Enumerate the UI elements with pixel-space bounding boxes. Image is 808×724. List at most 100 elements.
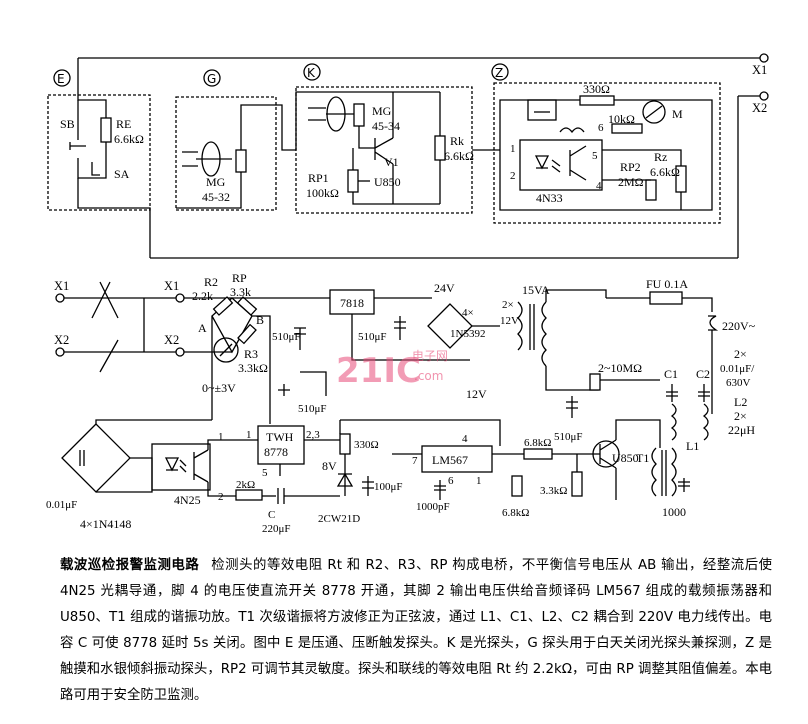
label-r2-val: 2.2k: [192, 289, 213, 303]
diode-bridge-1n4148: [61, 423, 131, 493]
label-c2-val: 0.01μF/: [720, 363, 755, 375]
label-l2-2x: 2×: [734, 409, 747, 423]
label-twh: TWH: [266, 430, 294, 444]
resistor-2-10m: [589, 373, 601, 391]
label-pin6: 6: [598, 122, 604, 134]
label-c2-2x: 2×: [734, 347, 747, 361]
label-twh-pin5: 5: [262, 467, 268, 479]
label-3k3: 3.3kΩ: [540, 485, 567, 497]
label-4n25: 4N25: [174, 493, 201, 507]
label-m: M: [672, 107, 683, 121]
label-mg-k: MG: [372, 104, 392, 118]
label-t-2x: 2×: [502, 299, 514, 311]
voltmeter: [213, 337, 239, 363]
label-4x1n4148: 4×1N4148: [80, 517, 131, 531]
mercury-switch: [527, 99, 557, 121]
optocoupler-4n33: [519, 139, 603, 191]
ic-twh8778: [257, 425, 305, 465]
label-lm567-pin7: 7: [412, 455, 418, 467]
label-rz-val: 6.6kΩ: [650, 165, 680, 179]
resistor-r2: [212, 296, 234, 316]
label-15va: 15VA: [522, 283, 550, 297]
label-c2-volt: 630V: [726, 377, 751, 389]
label-2k: 2kΩ: [236, 479, 255, 491]
label-c510b: 510μF: [358, 331, 387, 343]
label-c510a: 510μF: [272, 331, 301, 343]
label-12v-side: 12V: [466, 387, 487, 401]
label-lm567: LM567: [432, 453, 468, 467]
label-t1: T1: [636, 451, 649, 465]
motor-m: [642, 100, 666, 124]
label-b: B: [256, 313, 264, 327]
label-c510d: 510μF: [554, 431, 583, 443]
label-bridge-4x: 4×: [462, 307, 474, 319]
label-re: RE: [116, 117, 131, 131]
label-c510c: 510μF: [298, 403, 327, 415]
label-r2: R2: [204, 275, 218, 289]
label-c1: C1: [664, 367, 678, 381]
resistor-10k: [611, 123, 643, 134]
caption-body: 检测头的等效电阻 Rt 和 R2、R3、RP 构成电桥，不平衡信号电压从 AB …: [60, 558, 773, 703]
probe-e-mark: E: [57, 72, 65, 86]
resistor-330: [339, 433, 351, 455]
caption: 载波巡检报警监测电路检测头的等效电阻 Rt 和 R2、R3、RP 构成电桥，不平…: [60, 553, 772, 709]
label-t-12v: 12V: [500, 315, 519, 327]
label-pin2-z: 2: [510, 170, 516, 182]
potentiometer-rp: [236, 296, 258, 316]
label-x1-top: X1: [752, 63, 767, 77]
resistor-re: [100, 117, 112, 143]
potentiometer-rp1: [347, 169, 359, 193]
label-rp: RP: [232, 271, 247, 285]
label-pin4-z: 4: [596, 180, 602, 192]
terminal-x2-mid: [175, 347, 185, 357]
fuse: [649, 291, 683, 305]
photoresistor-mg-k: [353, 103, 365, 127]
label-lm567-pin6: 6: [448, 475, 454, 487]
label-lm567-pin4: 4: [462, 433, 468, 445]
watermark-sub: 电子网: [412, 349, 448, 363]
terminal-x2-in: [55, 347, 65, 357]
label-rk-val: 6.6kΩ: [444, 149, 474, 163]
label-l1: L1: [686, 439, 699, 453]
label-u850-out: U850: [612, 451, 639, 465]
label-rp2-val: 2MΩ: [618, 175, 644, 189]
probe-section: X1 X2 E RE 6.6kΩ SB SA G: [47, 53, 769, 259]
label-x2-mid: X2: [164, 333, 179, 347]
terminal-x1-in: [55, 293, 65, 303]
label-6k8-a: 6.8kΩ: [524, 437, 551, 449]
label-sa: SA: [114, 167, 130, 181]
label-rk: Rk: [450, 134, 464, 148]
transistor-u850: [592, 440, 620, 468]
photoresistor-mg-g: [235, 149, 247, 173]
probe-z-mark: Z: [495, 66, 503, 80]
label-c001: 0.01μF: [46, 499, 77, 511]
label-mg-k-val: 45-34: [372, 119, 400, 133]
label-x1-mid: X1: [164, 279, 179, 293]
label-l2: L2: [734, 395, 747, 409]
ic-lm567: [421, 445, 493, 473]
label-rz: Rz: [654, 150, 667, 164]
probe-k-mark: K: [307, 66, 316, 80]
label-fuse: FU 0.1A: [646, 277, 688, 291]
label-c220: 220μF: [262, 523, 291, 535]
label-2-10m: 2~10MΩ: [598, 361, 642, 375]
label-r3-val: 3.3kΩ: [238, 361, 268, 375]
label-r3: R3: [244, 347, 258, 361]
resistor-6k8-a: [523, 448, 553, 460]
label-6k8-b: 6.8kΩ: [502, 507, 529, 519]
label-7818: 7818: [340, 296, 364, 310]
label-rp-val: 3.3k: [230, 285, 251, 299]
probe-k: K MG 45-34 V1 U850 RP1 100kΩ Rk 6.6kΩ: [295, 63, 490, 214]
label-10k: 10kΩ: [608, 112, 635, 126]
label-v1: V1: [384, 155, 399, 169]
optocoupler-4n25: [151, 443, 211, 491]
label-sb: SB: [60, 117, 75, 131]
label-mg-g-val: 45-32: [202, 190, 230, 204]
watermark-site: .com: [414, 369, 443, 383]
label-rp2: RP2: [620, 160, 641, 174]
label-330: 330Ω: [354, 439, 379, 451]
label-220v: 220V~: [722, 319, 756, 333]
label-pin5: 5: [592, 150, 598, 162]
potentiometer-6k8: [511, 475, 523, 497]
probe-g-mark: G: [207, 72, 216, 86]
